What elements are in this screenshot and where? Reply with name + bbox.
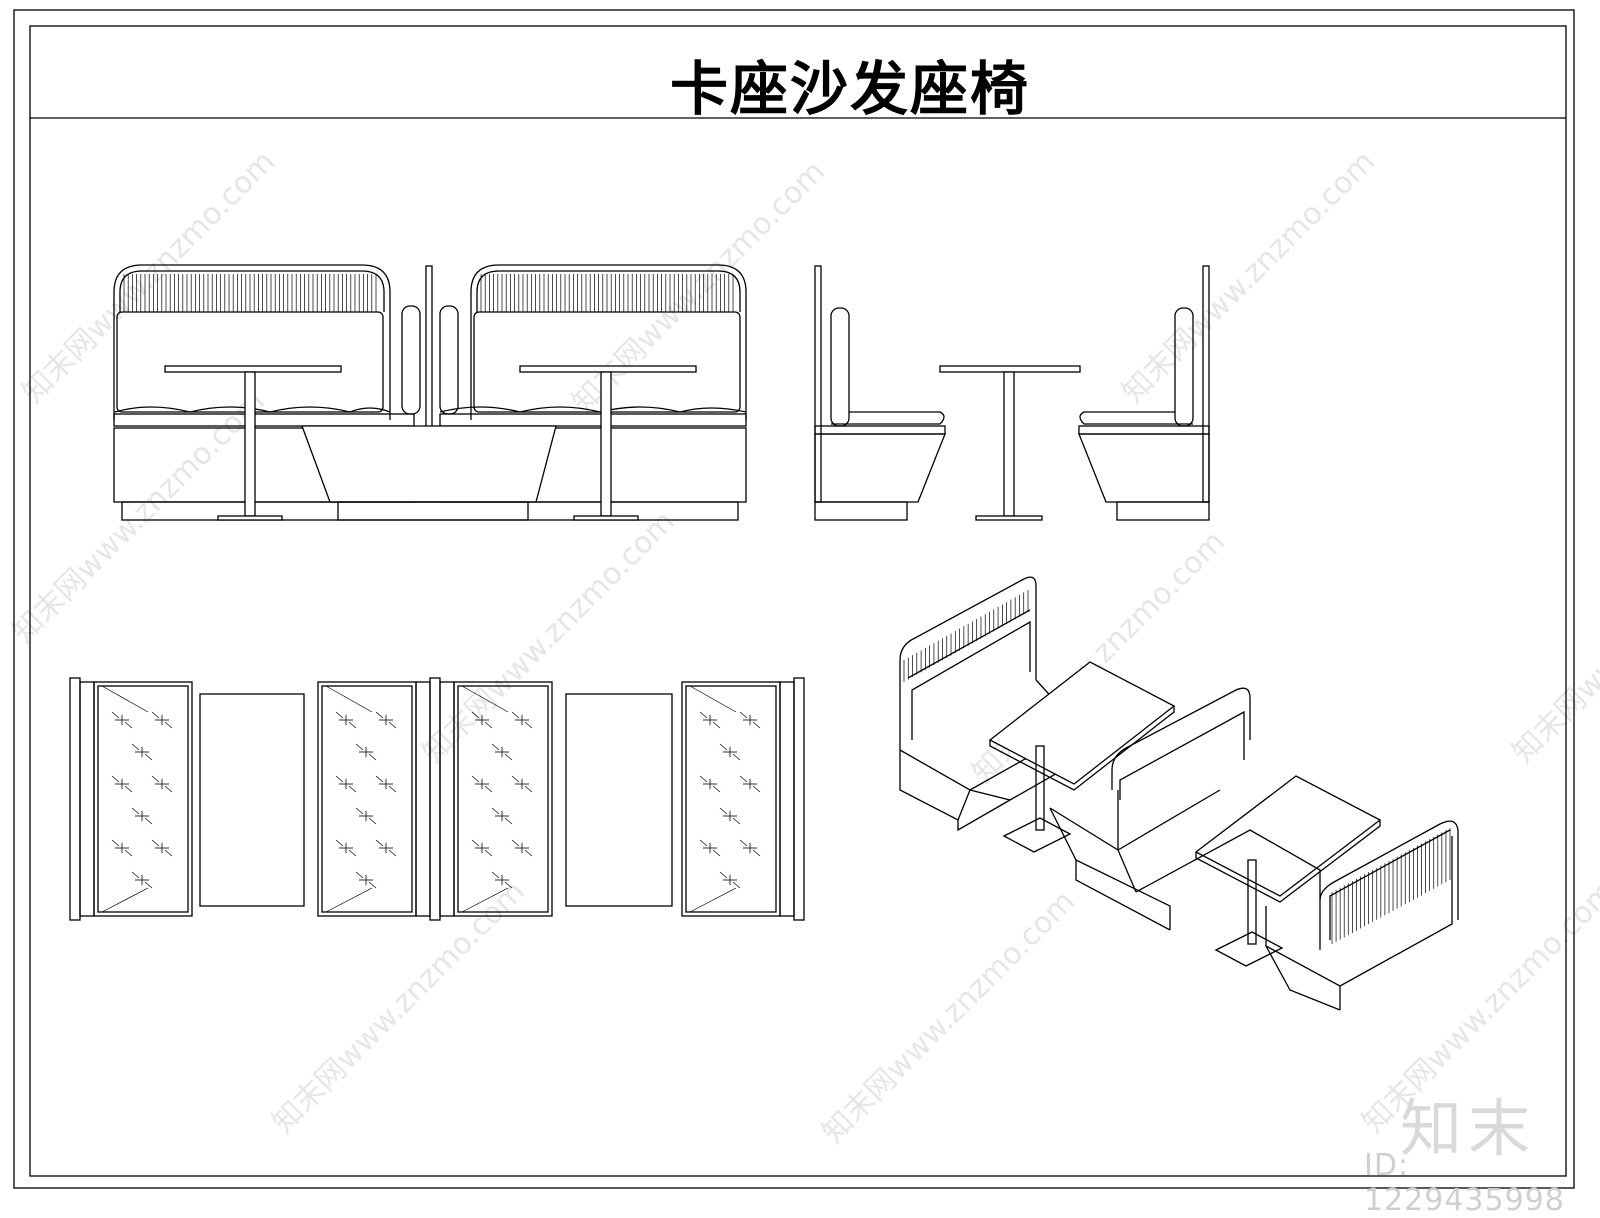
backrest-slats (1331, 828, 1451, 944)
tufting-pattern (101, 685, 761, 913)
front-elevation (113, 264, 747, 521)
brand-logo: 知末 (1400, 1092, 1537, 1165)
side-elevation (814, 265, 1210, 521)
isometric-view (899, 576, 1459, 1011)
backrest-slats (480, 274, 734, 312)
backrest-slats (123, 274, 377, 312)
drawing-title: 卡座沙发座椅 (669, 55, 1030, 123)
backrest-slats (903, 590, 1029, 682)
inner-frame (29, 25, 1567, 1177)
drawing-id: ID: 1229435998 (1364, 1148, 1565, 1218)
outer-frame (13, 9, 1575, 1189)
plan-view (69, 677, 805, 921)
